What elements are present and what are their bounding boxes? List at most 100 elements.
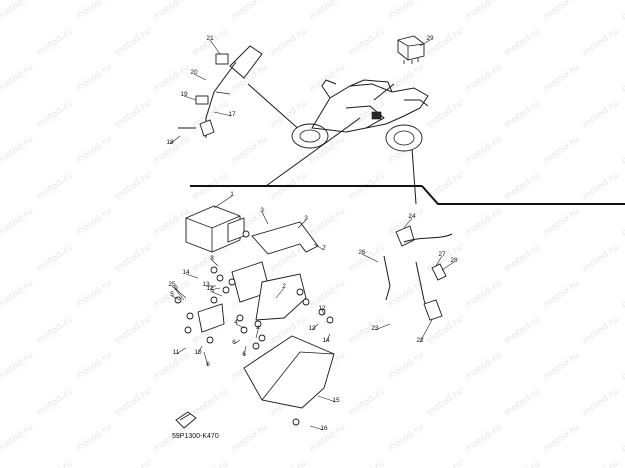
watermark-text: motod.ru (542, 135, 582, 167)
callout-17: 17 (228, 111, 236, 118)
relay-pins (403, 58, 419, 64)
front-wheel (291, 123, 329, 149)
callout-7: 7 (322, 245, 326, 252)
relay-body (397, 35, 425, 61)
watermark-text: motod.ru (503, 171, 543, 203)
fastener (216, 274, 224, 282)
callout-layer: 1233445566678910111212131314141516171819… (166, 35, 458, 432)
watermark-text: motod.ru (35, 459, 75, 468)
watermark-text: motod.ru (503, 459, 543, 468)
callout-leader (171, 295, 181, 301)
watermark-text: motod.ru (230, 63, 270, 95)
watermark-text: motod.ru (191, 459, 231, 468)
callout-leader (275, 287, 285, 299)
watermark-text: motod.ru (581, 171, 621, 203)
watermark-text: motod.ru (35, 387, 75, 419)
fastener (240, 326, 248, 334)
watermark-text: motod.ru (425, 243, 465, 275)
relay-part (397, 35, 425, 64)
fastener (326, 316, 334, 324)
watermark-text: motod.ru (152, 0, 192, 22)
callout-20: 20 (190, 69, 198, 76)
callout-leader (185, 273, 199, 279)
watermark-text: motod.ru (542, 63, 582, 95)
leader-to-rear-view (411, 147, 417, 205)
callout-5: 5 (170, 291, 174, 298)
relay-edges (397, 39, 425, 60)
callout-26: 26 (358, 249, 366, 256)
main-bracket (255, 273, 307, 321)
watermark-text: motod.ru (347, 315, 387, 347)
watermark-text: motod.ru (35, 99, 75, 131)
watermark-text: motod.ru (74, 351, 114, 383)
rear-brake-hose (403, 233, 453, 243)
callout-leader (297, 219, 307, 229)
fastener (254, 320, 262, 328)
fastener (206, 336, 214, 344)
watermark-text: motod.ru (620, 135, 625, 167)
callout-leader (317, 395, 337, 403)
watermark-text: motod.ru (620, 423, 625, 455)
callout-leader (171, 285, 187, 299)
handlebar (321, 79, 337, 99)
leader-to-sensor-view (247, 83, 303, 133)
watermark-text: motod.ru (230, 423, 270, 455)
callout-29: 29 (426, 35, 434, 42)
rear-hub (393, 130, 415, 146)
callout-16: 16 (320, 425, 328, 432)
watermark-text: motod.ru (386, 351, 426, 383)
fastener (292, 418, 300, 426)
watermark-text: motod.ru (113, 387, 153, 419)
watermark-text: motod.ru (113, 315, 153, 347)
sensor-harness (215, 91, 231, 95)
watermark-text: motod.ru (74, 207, 114, 239)
callout-3: 3 (304, 215, 308, 222)
watermark-text: motod.ru (425, 459, 465, 468)
callout-leader (374, 323, 391, 331)
watermark-text: motod.ru (74, 0, 114, 22)
watermark-text: motod.ru (347, 459, 387, 468)
callout-1: 1 (230, 191, 234, 198)
abs-unit-edges (185, 215, 241, 252)
callout-12: 12 (206, 285, 214, 292)
watermark-text: motod.ru (269, 27, 309, 59)
watermark-text: motod.ru (464, 63, 504, 95)
watermark-text: motod.ru (581, 243, 621, 275)
callout-leader (183, 95, 197, 101)
watermark-text: motod.ru (581, 387, 621, 419)
callout-8: 8 (210, 255, 214, 262)
rear-sensor-assembly (383, 225, 453, 321)
callout-leader (419, 319, 433, 343)
watermark-text: motod.ru (35, 243, 75, 275)
callout-24: 24 (408, 213, 416, 220)
watermark-text: motod.ru (542, 279, 582, 311)
watermark-text: motod.ru (386, 0, 426, 22)
watermark-text: motod.ru (386, 423, 426, 455)
callout-11: 11 (173, 349, 180, 356)
callout-12: 12 (318, 305, 326, 312)
callout-leader (309, 425, 325, 431)
callout-14: 14 (322, 337, 330, 344)
watermark-text: motod.ru (542, 0, 582, 22)
callout-leader (313, 243, 325, 251)
watermark-text: motod.ru (74, 135, 114, 167)
callout-19: 19 (180, 91, 188, 98)
watermark-text: motod.ru (35, 315, 75, 347)
fastener (210, 266, 218, 274)
fastener (258, 334, 266, 342)
watermark-text: motod.ru (113, 99, 153, 131)
callout-13: 13 (308, 325, 316, 332)
rear-wheel (385, 124, 423, 152)
callout-leader (255, 329, 259, 339)
watermark-text: motod.ru (464, 279, 504, 311)
leader-to-abs-view (265, 117, 361, 187)
watermark-text: motod.ru (581, 27, 621, 59)
fastener (296, 288, 304, 296)
watermark-text: motod.ru (230, 0, 270, 22)
callout-10: 10 (194, 349, 202, 356)
callout-leader (403, 217, 413, 229)
front-disc (299, 129, 321, 143)
callout-leader (361, 253, 379, 263)
watermark-text: motod.ru (308, 63, 348, 95)
front-arrow-icon (175, 411, 197, 429)
